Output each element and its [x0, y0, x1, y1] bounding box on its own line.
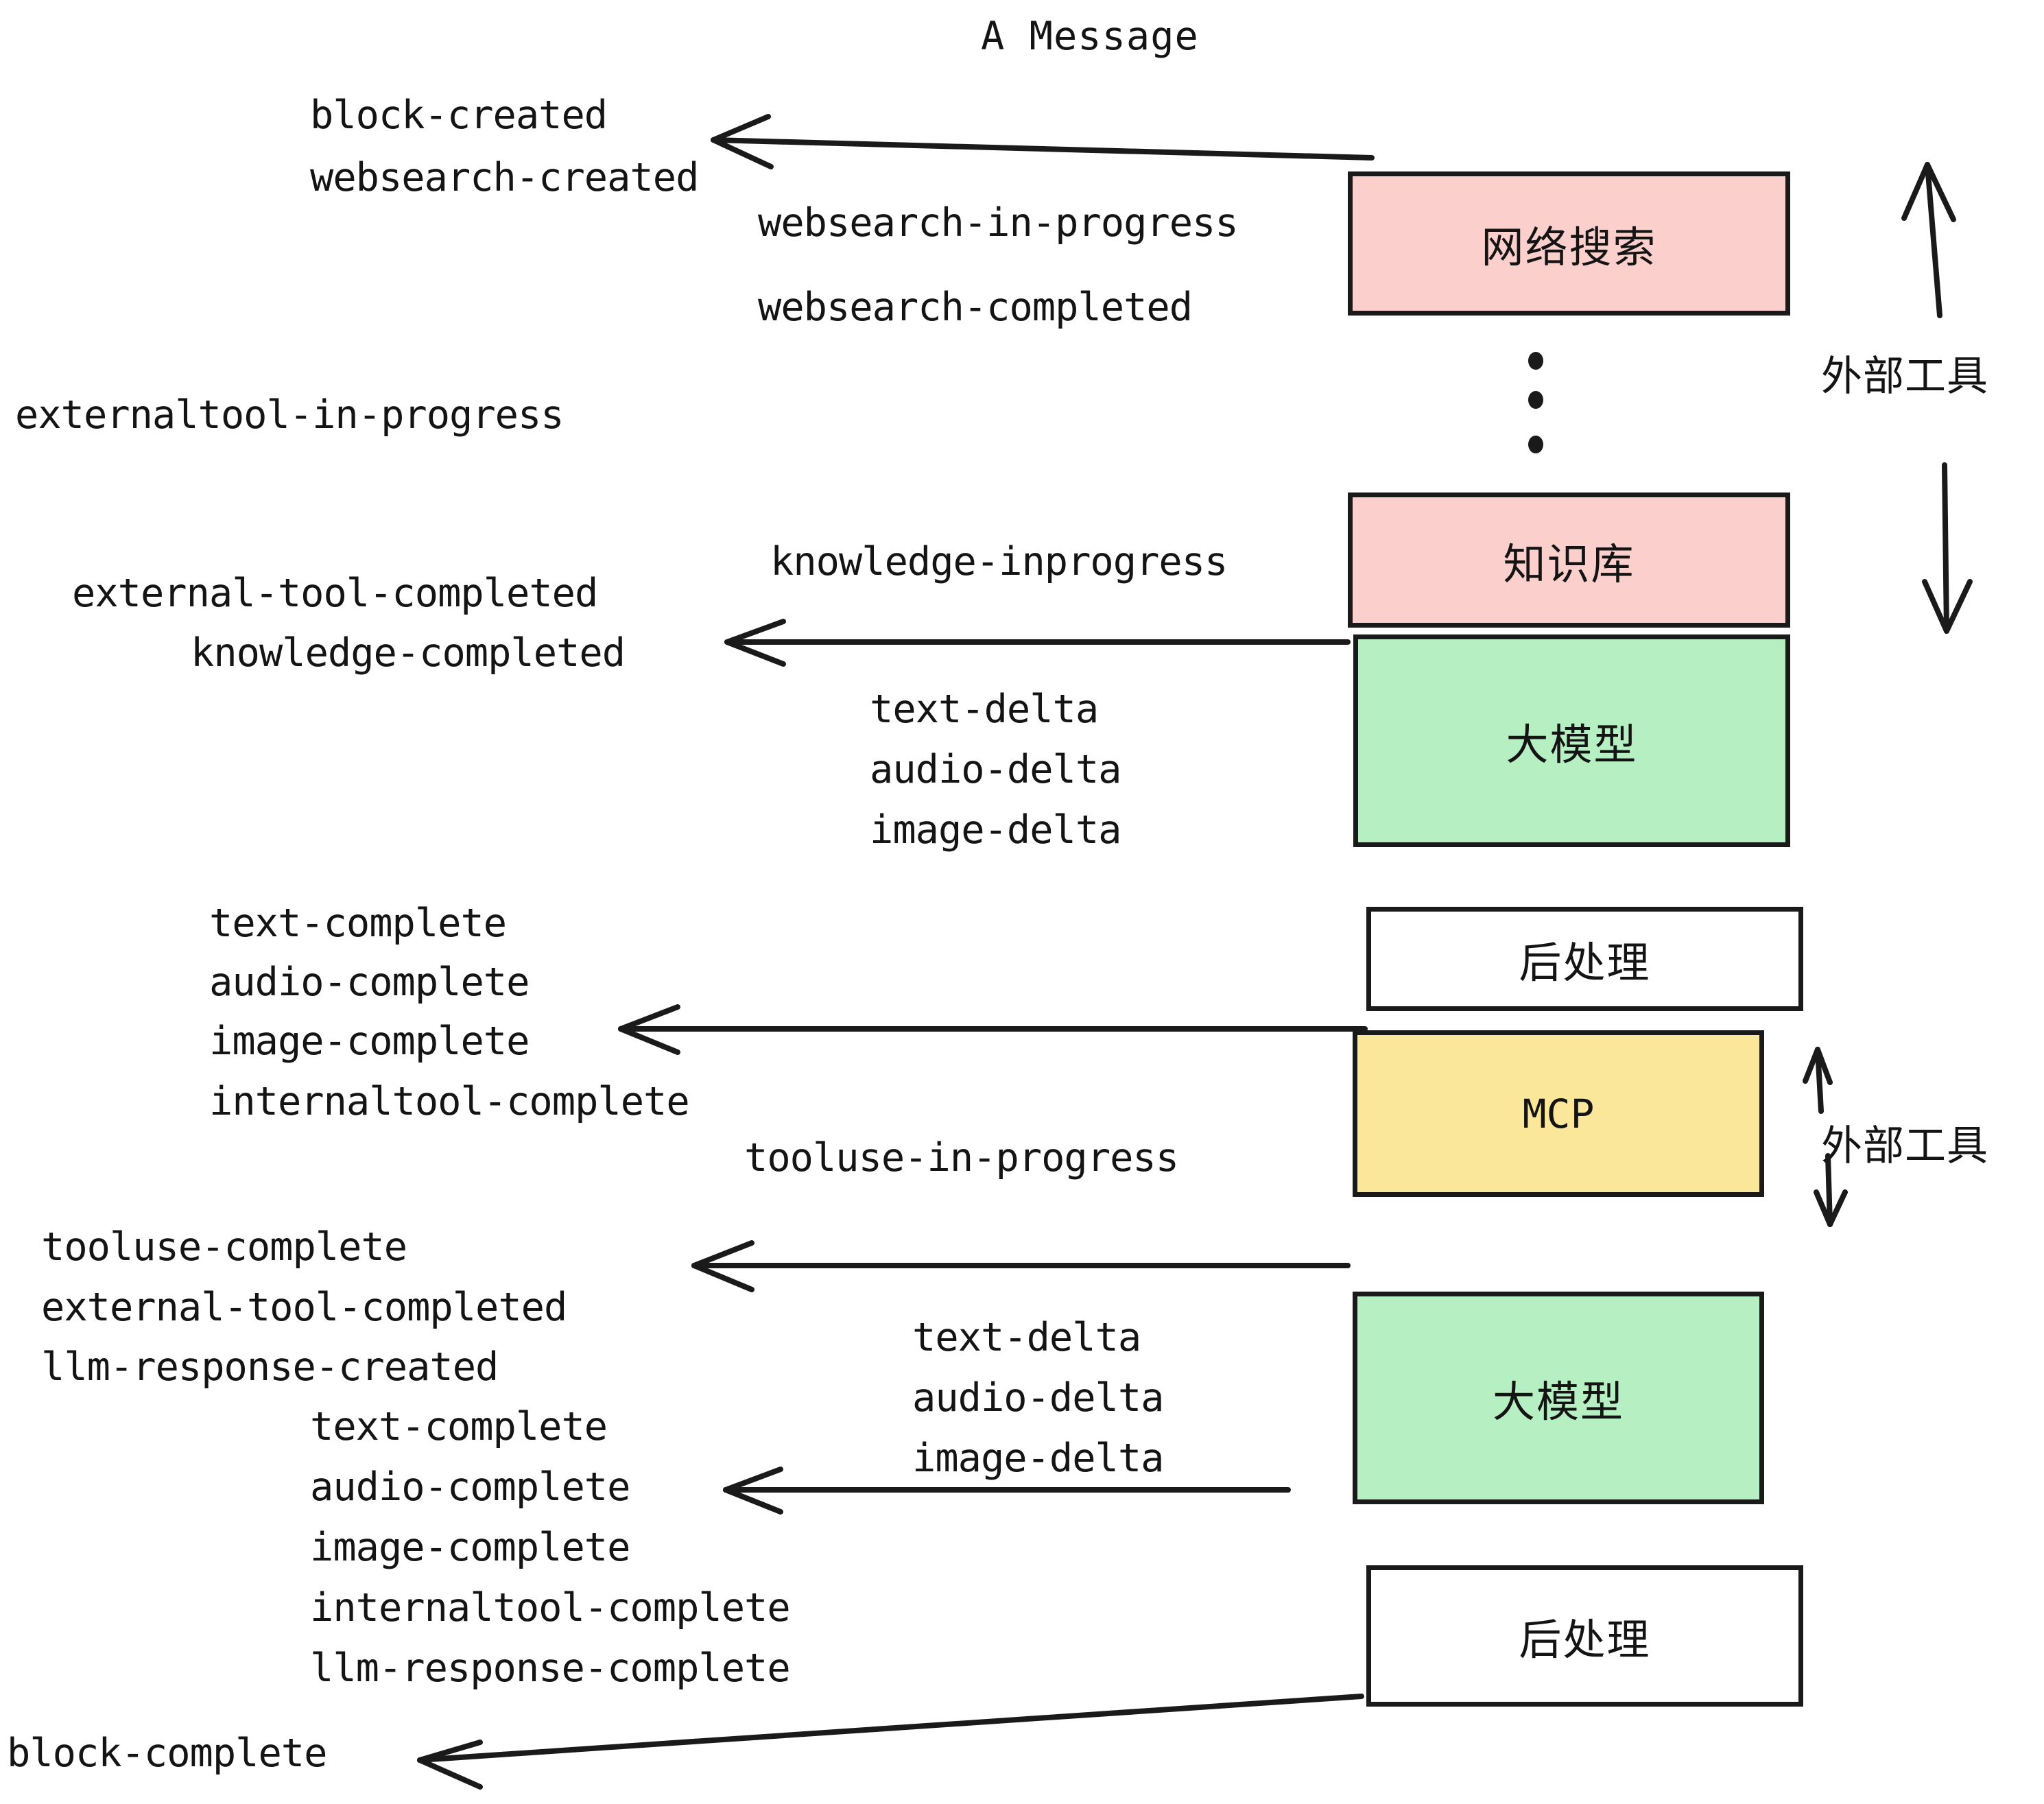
node-postprocess-1-label: 后处理	[1519, 938, 1651, 988]
node-llm-2-label: 大模型	[1492, 1377, 1624, 1427]
node-websearch-label: 网络搜索	[1481, 222, 1657, 272]
event-label-websearch-created: websearch-created	[310, 155, 699, 200]
ellipsis-dot-1	[1528, 352, 1543, 370]
node-postprocess-1[interactable]: 后处理	[1366, 907, 1803, 1011]
event-label-tooluse-complete: tooluse-complete	[41, 1224, 407, 1270]
event-label-image-complete-1: image-complete	[209, 1019, 530, 1064]
external-tool-arrow-up-top	[1901, 162, 1956, 318]
event-label-block-created: block-created	[310, 93, 608, 138]
arrow-knowledge-to-completed	[724, 619, 1351, 667]
event-label-text-delta-2: text-delta	[912, 1315, 1141, 1360]
arrow-mcp-to-tooluse-complete	[691, 1240, 1351, 1292]
event-label-audio-complete-1: audio-complete	[209, 960, 530, 1005]
node-mcp-label: MCP	[1522, 1090, 1595, 1137]
external-tool-arrow-down-top	[1922, 462, 1973, 634]
arrow-postprocess2-to-block-complete	[417, 1694, 1364, 1790]
event-label-text-complete-1: text-complete	[209, 901, 507, 946]
event-label-audio-delta-2: audio-delta	[912, 1375, 1164, 1421]
node-llm-1[interactable]: 大模型	[1353, 634, 1790, 847]
node-llm-2[interactable]: 大模型	[1353, 1292, 1764, 1504]
ellipsis-dot-2	[1528, 391, 1543, 409]
event-label-block-complete: block-complete	[7, 1731, 327, 1776]
event-label-audio-complete-2: audio-complete	[310, 1464, 630, 1510]
external-tool-arrow-up-bottom	[1803, 1047, 1833, 1114]
event-label-websearch-completed: websearch-completed	[758, 285, 1193, 330]
node-knowledge[interactable]: 知识库	[1348, 492, 1790, 628]
arrow-websearch-to-created	[711, 114, 1375, 169]
arrow-llm1-to-image-complete	[618, 1004, 1368, 1055]
event-label-image-complete-2: image-complete	[310, 1525, 630, 1570]
event-label-knowledge-completed: knowledge-completed	[191, 630, 626, 676]
ellipsis-dot-3	[1528, 436, 1543, 453]
event-label-tooluse-in-progress: tooluse-in-progress	[744, 1135, 1179, 1180]
event-label-externaltool-in-progress: externaltool-in-progress	[15, 392, 565, 438]
event-label-llm-response-complete: llm-response-complete	[310, 1646, 791, 1691]
node-websearch[interactable]: 网络搜索	[1348, 171, 1790, 316]
group-label-external-tool-top: 外部工具	[1821, 353, 1988, 401]
group-label-external-tool-bottom: 外部工具	[1821, 1122, 1988, 1170]
event-label-internaltool-complete-1: internaltool-complete	[209, 1079, 690, 1124]
node-postprocess-2[interactable]: 后处理	[1366, 1565, 1803, 1707]
node-llm-1-label: 大模型	[1506, 720, 1638, 770]
event-label-text-delta-1: text-delta	[870, 687, 1099, 732]
event-label-external-tool-completed-2: external-tool-completed	[41, 1285, 567, 1330]
event-label-image-delta-2: image-delta	[912, 1436, 1164, 1481]
event-label-websearch-in-progress: websearch-in-progress	[758, 200, 1239, 246]
event-label-image-delta-1: image-delta	[870, 807, 1121, 853]
node-mcp[interactable]: MCP	[1353, 1030, 1764, 1197]
event-label-text-complete-2: text-complete	[310, 1404, 608, 1449]
node-postprocess-2-label: 后处理	[1519, 1615, 1651, 1665]
event-label-internaltool-complete-2: internaltool-complete	[310, 1585, 791, 1630]
event-label-knowledge-inprogress: knowledge-inprogress	[770, 539, 1228, 584]
event-label-llm-response-created: llm-response-created	[41, 1344, 499, 1390]
event-label-external-tool-completed-1: external-tool-completed	[72, 571, 598, 616]
page-title: A Message	[981, 14, 1199, 59]
event-label-audio-delta-1: audio-delta	[870, 747, 1121, 792]
node-knowledge-label: 知识库	[1503, 538, 1635, 589]
